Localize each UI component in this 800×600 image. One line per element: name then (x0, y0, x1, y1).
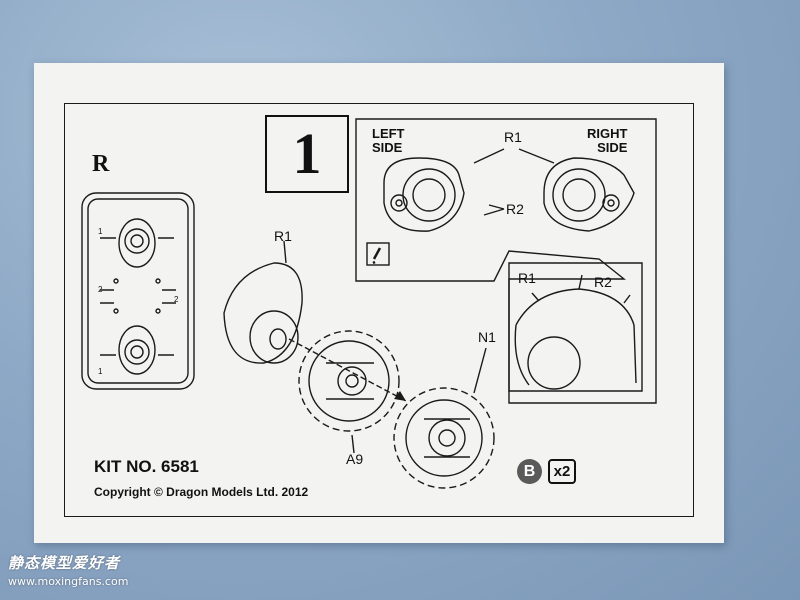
sprocket-a9-drawing (298, 330, 400, 432)
watermark-title: 静态模型爱好者 (8, 554, 121, 572)
instruction-drawing (81, 118, 657, 489)
sprue-frame (81, 192, 195, 390)
right-side-label: RIGHT SIDE (587, 126, 628, 155)
copyright-text: Copyright © Dragon Models Ltd. 2012 (94, 485, 309, 499)
step-box: 1 (265, 115, 349, 193)
step-number: 1 (292, 121, 322, 186)
sprue-frame-inner (87, 198, 189, 384)
assembly-part-a9: A9 (346, 451, 364, 467)
instruction-frame (64, 103, 694, 517)
instruction-card: R 1 2 2 1 1 LEFT SIDE RIGHT SIDE R1 R2 R… (34, 63, 724, 543)
detail-part-r2: R2 (594, 274, 612, 290)
sprue-number: 1 (98, 367, 103, 376)
callout-part-r2: R2 (506, 201, 524, 217)
site-watermark: 静态模型爱好者 www.moxingfans.com (8, 552, 128, 588)
sprue-number: 1 (98, 227, 103, 236)
quantity-badge: x2 (548, 459, 576, 484)
assembly-part-r1: R1 (274, 228, 292, 244)
detail-box (508, 262, 643, 392)
assembly-line (288, 338, 407, 402)
right-hub-drawing (543, 157, 635, 232)
assembly-part-n1: N1 (478, 329, 496, 345)
detail-part-r1: R1 (518, 270, 536, 286)
sprue-letter: R (92, 151, 110, 177)
sprue-number: 2 (98, 285, 103, 294)
caution-icon (366, 242, 390, 266)
callout-part-r1: R1 (504, 129, 522, 145)
sprocket-n1-drawing (393, 387, 495, 489)
left-hub-drawing (383, 157, 465, 232)
kit-number: KIT NO. 6581 (94, 457, 199, 476)
hub-r1-drawing (223, 262, 303, 364)
callout-outline (355, 118, 657, 404)
sprue-number: 2 (174, 295, 179, 304)
left-side-label: LEFT SIDE (372, 126, 405, 155)
watermark-url: www.moxingfans.com (8, 575, 129, 588)
sprue-badge: B (517, 459, 542, 484)
